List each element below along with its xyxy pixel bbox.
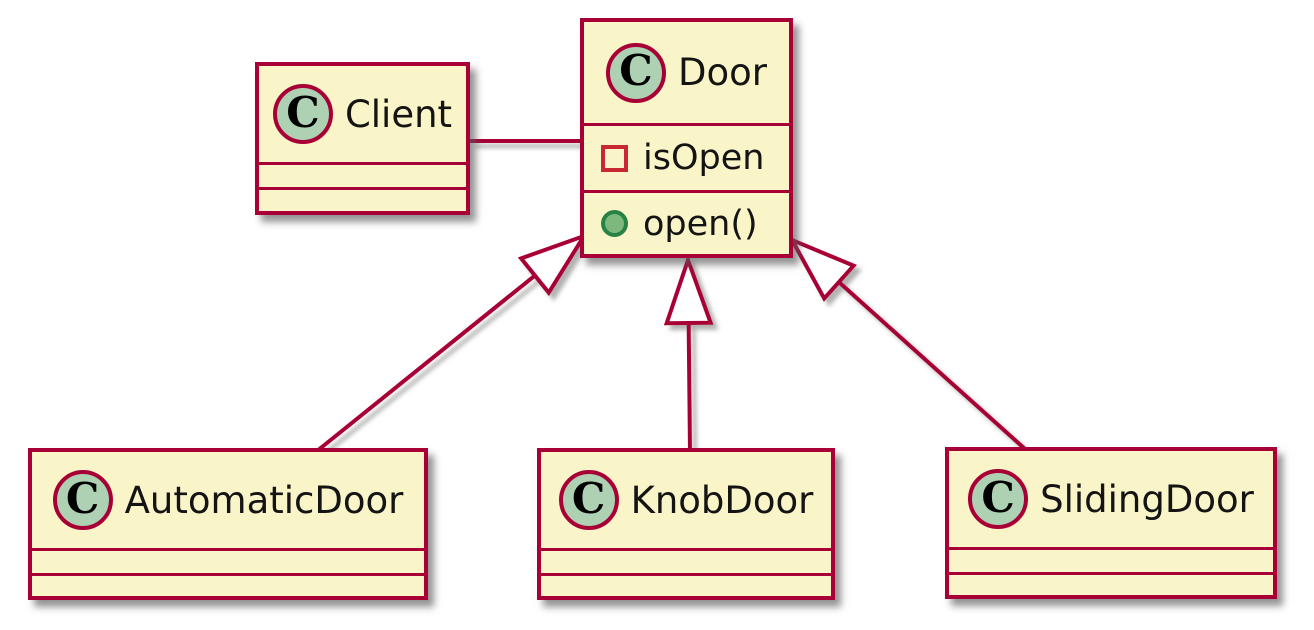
edge-automaticdoor-generalization-arrow: [315, 232, 589, 453]
class-name: AutomaticDoor: [124, 478, 404, 522]
method-label: open(): [643, 203, 758, 244]
class-box-automaticdoor: C AutomaticDoor: [28, 448, 428, 600]
class-title-knobdoor: C KnobDoor: [541, 452, 831, 548]
attribute-row-isopen: isOpen: [584, 126, 789, 190]
method-row-open: open(): [584, 193, 789, 254]
methods-compartment: open(): [584, 190, 789, 254]
class-c-icon: C: [52, 470, 113, 530]
class-name: Client: [344, 92, 453, 136]
class-name: SlidingDoor: [1040, 477, 1254, 521]
class-box-slidingdoor: C SlidingDoor: [945, 447, 1277, 599]
class-title-slidingdoor: C SlidingDoor: [949, 451, 1273, 547]
class-title-automaticdoor: C AutomaticDoor: [32, 452, 424, 548]
class-title-door: C Door: [584, 22, 789, 123]
methods-compartment-empty: [259, 187, 466, 211]
class-box-knobdoor: C KnobDoor: [537, 448, 835, 600]
class-c-icon: C: [272, 84, 333, 144]
class-box-door: C Door isOpen open(): [580, 18, 793, 258]
edge-slidingdoor-generalization-arrow: [787, 235, 1027, 451]
attributes-compartment: isOpen: [584, 123, 789, 190]
attribute-label: isOpen: [643, 138, 765, 178]
methods-compartment-empty: [32, 573, 424, 596]
attributes-compartment-empty: [32, 548, 424, 573]
class-name: Door: [678, 51, 767, 94]
class-box-client: C Client: [255, 62, 470, 215]
class-c-icon: C: [606, 42, 666, 103]
methods-compartment-empty: [541, 573, 831, 596]
attributes-compartment-empty: [259, 162, 466, 187]
class-c-icon: C: [968, 469, 1029, 529]
field-square-icon: [601, 144, 628, 172]
method-circle-icon: [601, 210, 628, 237]
attributes-compartment-empty: [541, 548, 831, 573]
class-c-icon: C: [558, 470, 619, 530]
methods-compartment-empty: [949, 572, 1273, 595]
attributes-compartment-empty: [949, 547, 1273, 572]
class-name: KnobDoor: [630, 478, 814, 522]
class-title-client: C Client: [259, 66, 466, 162]
edge-knobdoor-generalization-arrow: [663, 253, 714, 452]
